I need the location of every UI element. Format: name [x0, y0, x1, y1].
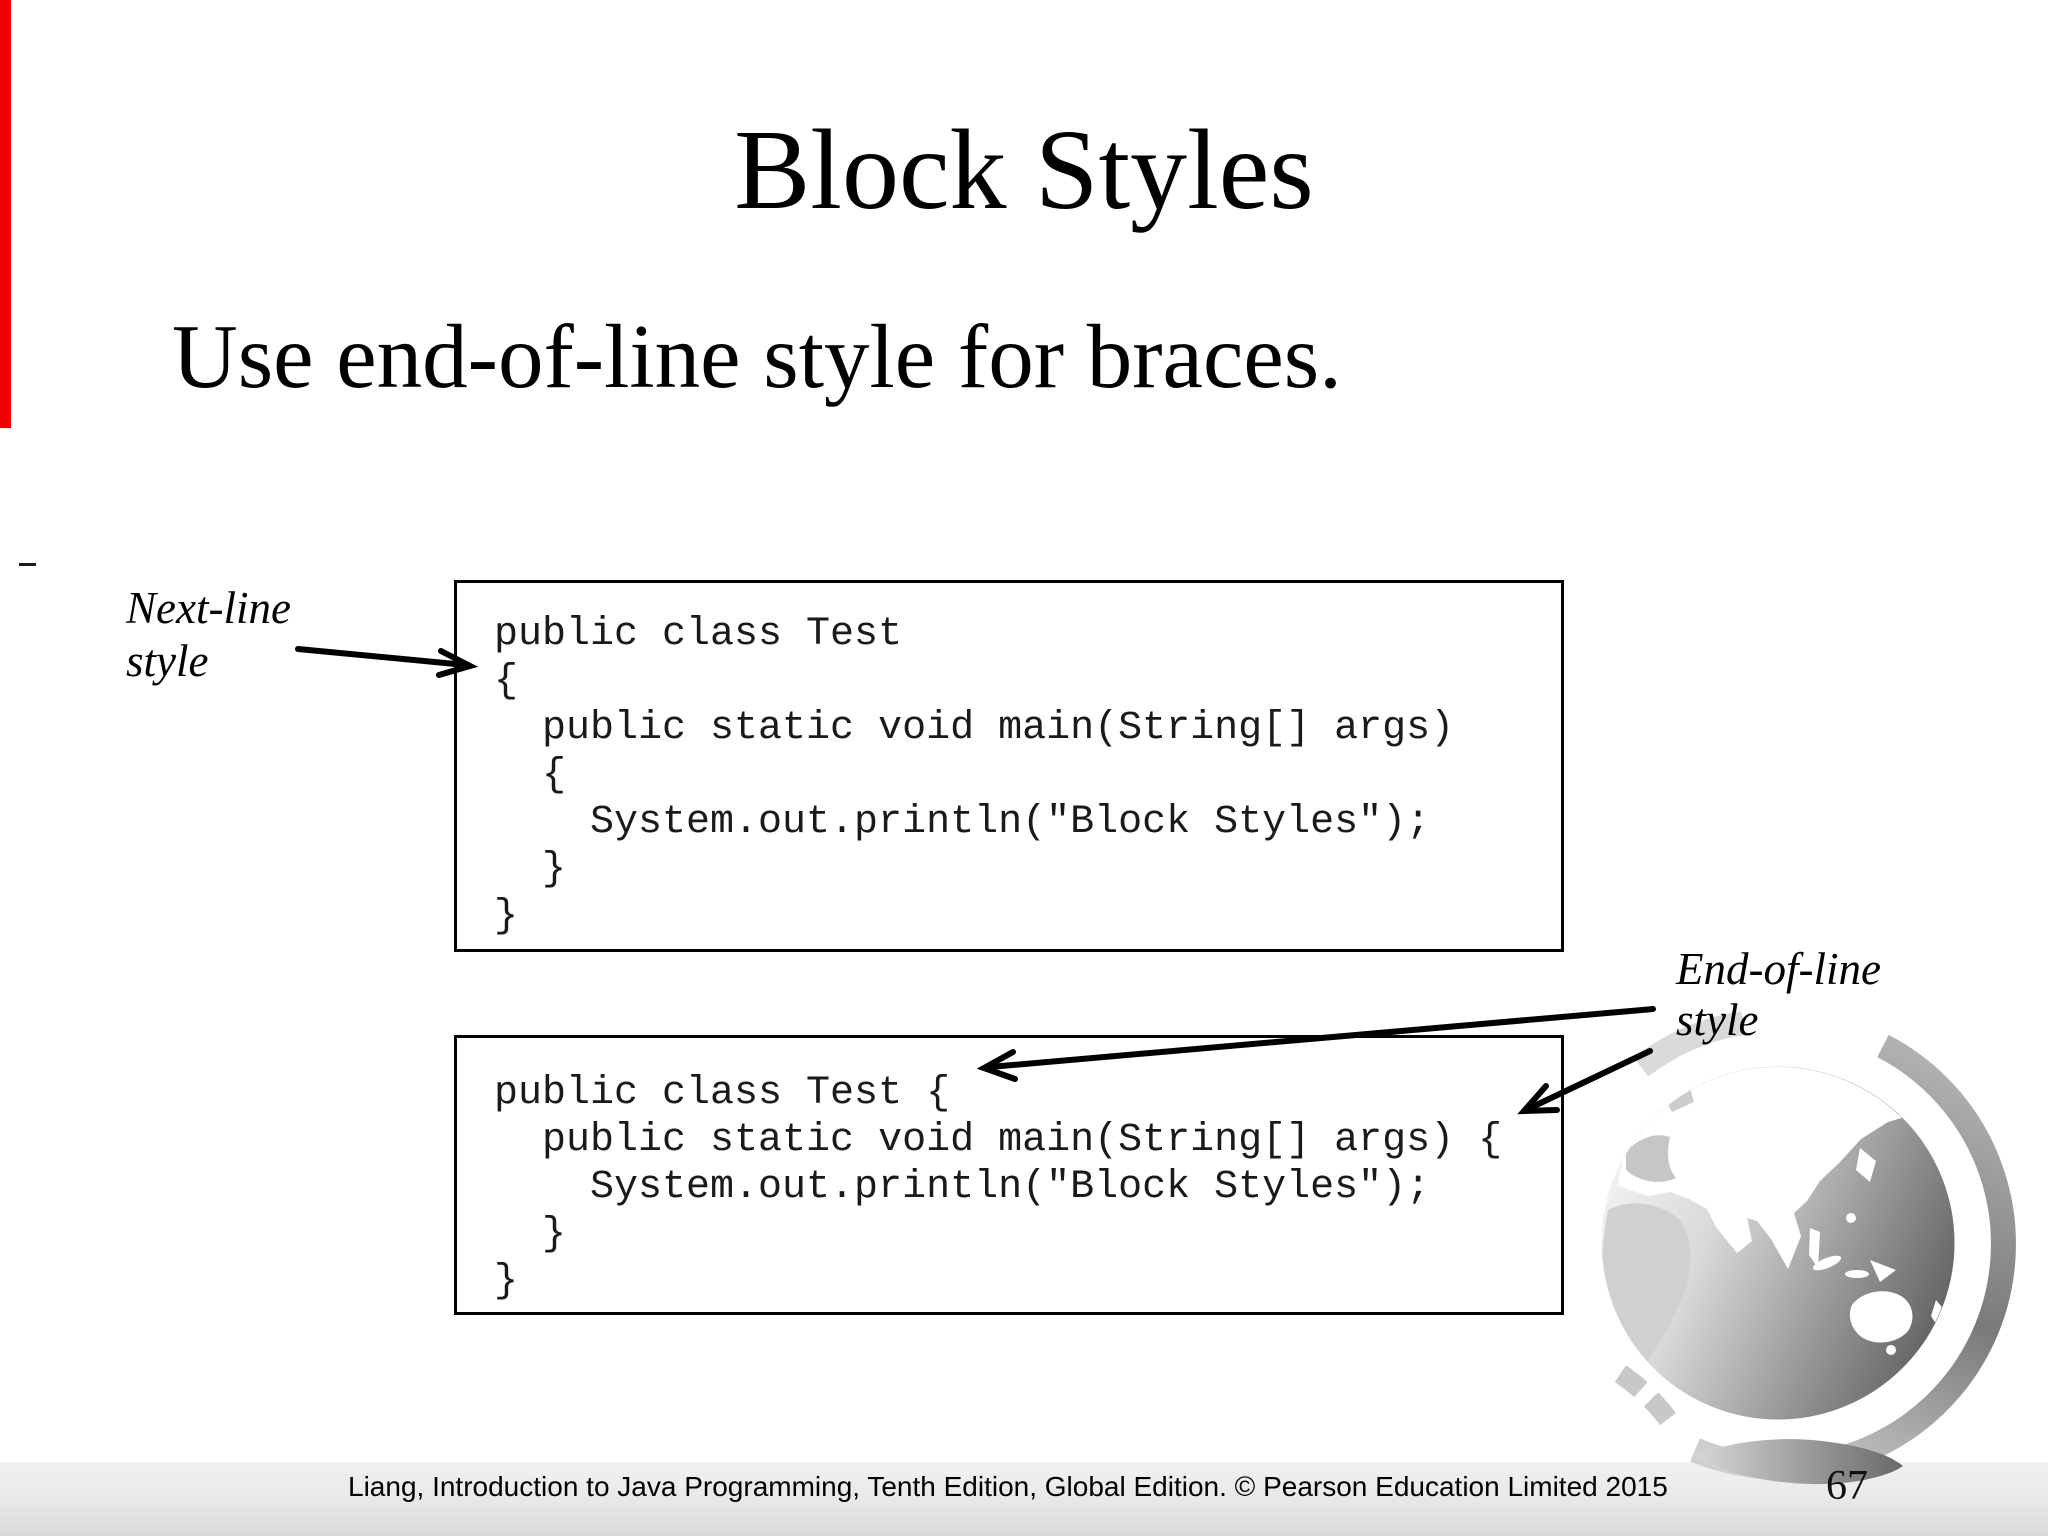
code-line: }: [494, 1259, 519, 1304]
footer-credit: Liang, Introduction to Java Programming,…: [348, 1471, 1668, 1502]
left-red-bar: [0, 0, 11, 428]
bottom-gradient-band: [0, 1462, 2048, 1536]
code-line: }: [494, 1212, 567, 1257]
code-line: public static void main(String[] args): [494, 706, 1455, 751]
code-line: public class Test {: [494, 1071, 951, 1116]
code-box-end-of-line-style: public class Test { public static void m…: [454, 1035, 1564, 1315]
code-next-line-style: public class Test{ public static void ma…: [457, 583, 1561, 940]
next-line-style-label: Next-line style: [126, 582, 291, 688]
code-line: {: [494, 659, 519, 704]
swoosh: [1697, 1439, 1903, 1485]
dash-mark: [19, 563, 36, 566]
end-of-line-arrow-1: [987, 1006, 1656, 1070]
code-line: public static void main(String[] args) {: [494, 1118, 1503, 1163]
next-line-arrow: [295, 646, 469, 668]
globe-ring-dashed: [1609, 1361, 1676, 1426]
code-line: }: [494, 894, 519, 939]
next-line-arrowhead: [436, 648, 479, 678]
end-of-line-arrow-2: [1527, 1048, 1653, 1111]
code-line: System.out.println("Block Styles");: [494, 800, 1431, 845]
globe-tasmania: [1886, 1345, 1896, 1355]
globe-philippines: [1846, 1213, 1856, 1223]
globe-europe-shading: [1626, 1135, 1676, 1182]
globe-eurasia: [1618, 1067, 1919, 1269]
globe-ring-fragment: [1633, 1011, 1746, 1077]
label-line: End-of-line: [1676, 944, 1881, 994]
label-line: style: [1676, 995, 1759, 1045]
label-line: Next-line: [126, 583, 291, 633]
code-end-of-line-style: public class Test { public static void m…: [457, 1038, 1561, 1305]
code-line: {: [494, 753, 567, 798]
globe-new-guinea: [1870, 1260, 1896, 1282]
globe-sumatra: [1812, 1255, 1842, 1271]
code-line: public class Test: [494, 612, 903, 657]
page-number: 67: [1826, 1463, 1868, 1509]
end-of-line-arrowhead-1: [976, 1049, 1018, 1082]
globe-java: [1845, 1270, 1869, 1278]
globe-japan: [1856, 1148, 1876, 1182]
subtitle: Use end-of-line style for braces.: [172, 306, 1342, 407]
end-of-line-arrowhead-2: [1517, 1083, 1560, 1115]
end-of-line-style-label: End-of-line style: [1676, 944, 1881, 1046]
globe-malay-peninsula: [1809, 1228, 1820, 1268]
code-box-next-line-style: public class Test{ public static void ma…: [454, 580, 1564, 952]
label-line: style: [126, 636, 209, 686]
page-title: Block Styles: [734, 106, 1314, 233]
code-line: }: [494, 847, 567, 892]
globe-australia: [1849, 1291, 1913, 1343]
code-line: System.out.println("Block Styles");: [494, 1165, 1431, 1210]
